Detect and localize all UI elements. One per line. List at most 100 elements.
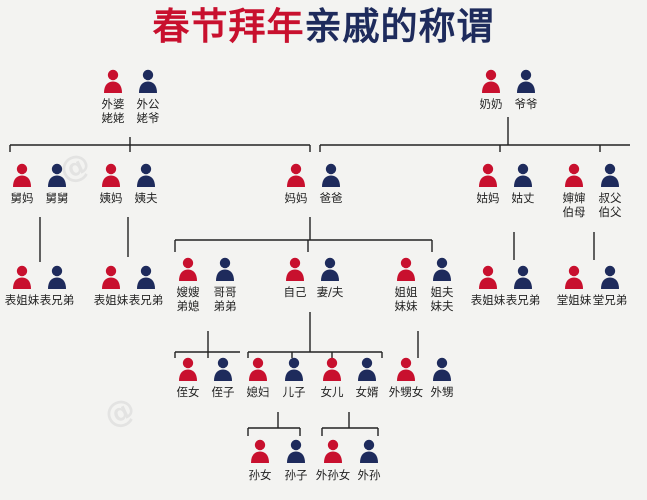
label-line-1: 姨妈: [99, 191, 123, 205]
label-line-1: 表兄弟: [128, 293, 164, 307]
label-line-1: 哥哥: [213, 285, 237, 299]
person-label-shenshen: 婶婶伯母: [544, 191, 604, 219]
label-line-1: 外孙女: [315, 468, 351, 482]
female-person-icon: [395, 256, 417, 282]
person-label-jiujiu: 舅舅: [27, 191, 87, 205]
label-line-1: 侄女: [176, 385, 200, 399]
label-line-1: 堂姐妹: [556, 293, 592, 307]
male-person-icon: [512, 162, 534, 188]
female-person-icon: [100, 162, 122, 188]
person-label-gu-biaojie: 表姐妹: [458, 293, 518, 307]
label-line-1: 叔父: [598, 191, 622, 205]
female-person-icon: [102, 68, 124, 94]
female-person-icon: [480, 68, 502, 94]
male-person-icon: [285, 438, 307, 464]
female-person-icon: [284, 256, 306, 282]
person-label-jiejie: 姐姐妹妹: [376, 285, 436, 313]
male-person-icon: [214, 256, 236, 282]
female-person-icon: [321, 356, 343, 382]
label-line-2: 伯父: [598, 205, 622, 219]
label-line-1: 儿子: [282, 385, 306, 399]
person-label-tangxiong: 堂兄弟: [580, 293, 640, 307]
female-person-icon: [477, 162, 499, 188]
label-line-1: 爸爸: [319, 191, 343, 205]
person-label-jiu-biaojie: 表姐妹: [0, 293, 52, 307]
person-label-waigong: 外公姥爷: [118, 97, 178, 125]
connector-daughter-children: [321, 412, 379, 436]
label-line-1: 姑妈: [476, 191, 500, 205]
female-person-icon: [249, 438, 271, 464]
female-person-icon: [285, 162, 307, 188]
person-label-jiefu: 姐夫妹夫: [412, 285, 472, 313]
label-line-1: 妻/夫: [316, 285, 344, 299]
male-person-icon: [599, 162, 621, 188]
label-line-1: 舅舅: [45, 191, 69, 205]
label-line-1: 表姐妹: [93, 293, 129, 307]
label-line-1: 侄子: [211, 385, 235, 399]
person-label-tangjie: 堂姐妹: [544, 293, 604, 307]
label-line-1: 表兄弟: [39, 293, 75, 307]
label-line-1: 嫂嫂: [176, 285, 200, 299]
label-line-1: 爷爷: [514, 97, 538, 111]
male-person-icon: [283, 356, 305, 382]
label-line-1: 外甥: [430, 385, 454, 399]
person-label-nver: 女儿: [302, 385, 362, 399]
person-label-ziji: 自己: [265, 285, 325, 299]
label-line-1: 自己: [283, 285, 307, 299]
female-person-icon: [477, 264, 499, 290]
label-line-1: 孙子: [284, 468, 308, 482]
label-line-2: 弟媳: [176, 299, 200, 313]
person-label-erzi: 儿子: [264, 385, 324, 399]
person-label-yi-biaoxiong: 表兄弟: [116, 293, 176, 307]
label-line-1: 外孙: [357, 468, 381, 482]
page-title: 春节拜年亲戚的称谓: [0, 2, 647, 50]
label-line-2: 妹妹: [394, 299, 418, 313]
male-person-icon: [356, 356, 378, 382]
male-person-icon: [135, 264, 157, 290]
label-line-1: 女儿: [320, 385, 344, 399]
person-label-waisun-nv: 外孙女: [303, 468, 363, 482]
person-label-sao: 嫂嫂弟媳: [158, 285, 218, 313]
connector-son-children: [247, 412, 301, 436]
person-label-gu-biaoxiong: 表兄弟: [493, 293, 553, 307]
male-person-icon: [512, 264, 534, 290]
label-line-1: 姐夫: [430, 285, 454, 299]
person-label-waipo: 外婆姥姥: [83, 97, 143, 125]
person-label-baba: 爸爸: [301, 191, 361, 205]
male-person-icon: [137, 68, 159, 94]
male-person-icon: [515, 68, 537, 94]
label-line-1: 外公: [136, 97, 160, 111]
female-person-icon: [177, 256, 199, 282]
label-line-1: 表姐妹: [4, 293, 40, 307]
label-line-1: 孙女: [248, 468, 272, 482]
person-label-shufu: 叔父伯父: [580, 191, 640, 219]
male-person-icon: [431, 356, 453, 382]
label-line-1: 媳妇: [246, 385, 270, 399]
male-person-icon: [320, 162, 342, 188]
label-line-1: 表兄弟: [505, 293, 541, 307]
female-person-icon: [11, 162, 33, 188]
female-person-icon: [563, 162, 585, 188]
person-label-nainai: 奶奶: [461, 97, 521, 111]
male-person-icon: [319, 256, 341, 282]
person-label-xifu: 媳妇: [228, 385, 288, 399]
label-line-1: 外甥女: [388, 385, 424, 399]
female-person-icon: [322, 438, 344, 464]
label-line-1: 女婿: [355, 385, 379, 399]
label-line-2: 弟弟: [213, 299, 237, 313]
female-person-icon: [563, 264, 585, 290]
person-label-waisheng: 外甥: [412, 385, 472, 399]
person-label-sunzi: 孙子: [266, 468, 326, 482]
connector-maternal-grandparents: [9, 137, 311, 152]
label-line-1: 姑丈: [511, 191, 535, 205]
label-line-1: 表姐妹: [470, 293, 506, 307]
male-person-icon: [599, 264, 621, 290]
person-label-zhinv: 侄女: [158, 385, 218, 399]
female-person-icon: [11, 264, 33, 290]
label-line-2: 妹夫: [430, 299, 454, 313]
label-line-1: 堂兄弟: [592, 293, 628, 307]
label-line-1: 婶婶: [562, 191, 586, 205]
connector-own-children: [247, 312, 383, 358]
